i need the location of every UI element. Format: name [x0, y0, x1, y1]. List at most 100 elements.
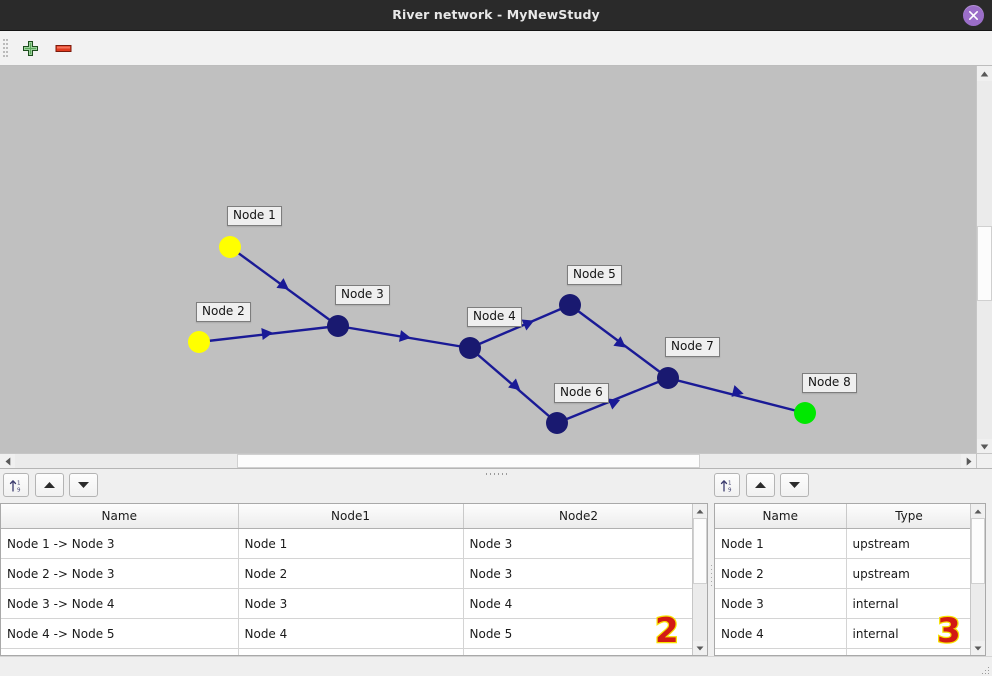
table-row: Node 1 upstream: [715, 528, 970, 559]
table-row: Node 4 -> Node 5 Node 4 Node 5: [1, 618, 692, 649]
nodes-cell-type[interactable]: upstream: [846, 528, 970, 559]
main-toolbar: [0, 31, 992, 66]
links-cell-node1[interactable]: Node 4: [238, 618, 464, 649]
links-cell-node2[interactable]: Node 3: [463, 558, 692, 589]
nodes-col-name[interactable]: Name: [715, 504, 847, 529]
graph-node-node-6: [546, 412, 568, 434]
graph-node-node-3: [327, 315, 349, 337]
table-row: Node 4 internal: [715, 618, 970, 649]
links-move-down-button[interactable]: [69, 473, 98, 497]
nodes-cell-name[interactable]: Node 4: [715, 618, 847, 649]
nodes-cell-type[interactable]: upstream: [846, 558, 970, 589]
scroll-up-icon[interactable]: [977, 66, 992, 81]
table-row: Node 3 -> Node 4 Node 3 Node 4: [1, 588, 692, 619]
table-row: Node 1 -> Node 3 Node 1 Node 3: [1, 528, 692, 559]
graph-node-node-5: [559, 294, 581, 316]
resize-grip[interactable]: [982, 667, 989, 674]
links-move-up-button[interactable]: [35, 473, 64, 497]
graph-node-node-4: [459, 337, 481, 359]
links-cell-name[interactable]: Node 4 -> Node 5: [1, 618, 239, 649]
graph-node-node-1: [219, 236, 241, 258]
links-table[interactable]: Name Node1 Node2 Node 1 -> Node 3 Node 1…: [0, 503, 708, 656]
nodes-cell-name[interactable]: Node 2: [715, 558, 847, 589]
table-row: Node 3 internal: [715, 588, 970, 619]
canvas-vscroll-thumb[interactable]: [977, 226, 992, 301]
scrollbar-corner: [976, 453, 992, 468]
node-label-node-6[interactable]: Node 6: [554, 383, 609, 403]
nodes-table-header-row: Name Type: [715, 504, 970, 529]
links-cell-name[interactable]: Node 1 -> Node 3: [1, 528, 239, 559]
svg-text:1: 1: [728, 480, 732, 486]
links-col-node2[interactable]: Node2: [463, 504, 692, 529]
nodes-table-vertical-scrollbar[interactable]: [970, 504, 985, 655]
table-row: Node 2 -> Node 3 Node 2 Node 3: [1, 558, 692, 589]
node-label-node-1[interactable]: Node 1: [227, 206, 282, 226]
scroll-right-icon[interactable]: [961, 454, 976, 468]
river-network-diagram[interactable]: Node 1 Node 2 Node 3 Node 4 Node 5 Node …: [0, 66, 976, 454]
links-vscroll-thumb[interactable]: [693, 518, 707, 584]
nodes-move-down-button[interactable]: [780, 473, 809, 497]
nodes-move-up-button[interactable]: [746, 473, 775, 497]
graph-node-node-2: [188, 331, 210, 353]
links-table-grid: Name Node1 Node2 Node 1 -> Node 3 Node 1…: [1, 504, 692, 655]
node-label-node-8[interactable]: Node 8: [802, 373, 857, 393]
svg-text:9: 9: [728, 487, 732, 493]
nodes-pane: 1 9 Name Type: [710, 470, 992, 676]
annotation-2: 2: [654, 611, 680, 651]
svg-text:9: 9: [17, 487, 21, 493]
links-col-name[interactable]: Name: [1, 504, 239, 529]
toolbar-grip[interactable]: [3, 39, 8, 59]
network-graph-svg: [188, 236, 816, 434]
links-cell-node2[interactable]: Node 4: [463, 588, 692, 619]
add-plus-icon[interactable]: [17, 36, 43, 60]
links-cell-node2[interactable]: Node 3: [463, 528, 692, 559]
links-cell-name[interactable]: Node 3 -> Node 4: [1, 588, 239, 619]
links-toolbar: 1 9: [0, 470, 710, 501]
horizontal-splitter[interactable]: [0, 469, 992, 478]
node-label-node-5[interactable]: Node 5: [567, 265, 622, 285]
title-bar: River network - MyNewStudy: [0, 0, 992, 31]
scroll-up-icon[interactable]: [693, 504, 707, 518]
links-cell-node1[interactable]: Node 1: [238, 528, 464, 559]
nodes-cell-name[interactable]: Node 3: [715, 588, 847, 619]
links-cell-node1[interactable]: Node 2: [238, 558, 464, 589]
scroll-up-icon[interactable]: [971, 504, 985, 518]
links-pane: 1 9 Name Node1 Node2: [0, 470, 710, 676]
canvas-hscroll-thumb[interactable]: [237, 454, 700, 468]
node-label-node-4[interactable]: Node 4: [467, 307, 522, 327]
status-bar: [0, 656, 992, 676]
nodes-sort-button[interactable]: 1 9: [714, 473, 740, 497]
links-table-vertical-scrollbar[interactable]: [692, 504, 707, 655]
nodes-vscroll-thumb[interactable]: [971, 518, 985, 584]
scroll-down-icon[interactable]: [977, 439, 992, 454]
links-col-node1[interactable]: Node1: [238, 504, 464, 529]
nodes-cell-type[interactable]: internal: [846, 588, 970, 619]
nodes-cell-type[interactable]: internal: [846, 618, 970, 649]
graph-node-node-8: [794, 402, 816, 424]
node-label-node-2[interactable]: Node 2: [196, 302, 251, 322]
nodes-col-type[interactable]: Type: [846, 504, 970, 529]
canvas-horizontal-scrollbar[interactable]: [0, 453, 976, 468]
links-cell-name[interactable]: Node 2 -> Node 3: [1, 558, 239, 589]
close-icon[interactable]: [963, 5, 984, 26]
canvas-vertical-scrollbar[interactable]: [976, 66, 992, 454]
nodes-table[interactable]: Name Type Node 1 upstream Node 2 upstrea…: [714, 503, 986, 656]
graph-canvas-area: Node 1 Node 2 Node 3 Node 4 Node 5 Node …: [0, 66, 992, 469]
scroll-left-icon[interactable]: [0, 454, 15, 468]
links-cell-node2[interactable]: Node 5: [463, 618, 692, 649]
vertical-splitter[interactable]: [710, 503, 714, 656]
links-cell-node1[interactable]: Node 3: [238, 588, 464, 619]
annotation-3: 3: [936, 611, 962, 651]
node-label-node-7[interactable]: Node 7: [665, 337, 720, 357]
nodes-toolbar: 1 9: [710, 470, 992, 501]
delete-minus-icon[interactable]: [50, 36, 76, 60]
scroll-down-icon[interactable]: [971, 641, 985, 655]
table-row-empty: [715, 648, 970, 655]
links-sort-button[interactable]: 1 9: [3, 473, 29, 497]
scroll-down-icon[interactable]: [693, 641, 707, 655]
nodes-cell-name[interactable]: Node 1: [715, 528, 847, 559]
table-row: Node 2 upstream: [715, 558, 970, 589]
node-label-node-3[interactable]: Node 3: [335, 285, 390, 305]
nodes-table-grid: Name Type Node 1 upstream Node 2 upstrea…: [715, 504, 970, 655]
svg-text:1: 1: [17, 480, 21, 486]
